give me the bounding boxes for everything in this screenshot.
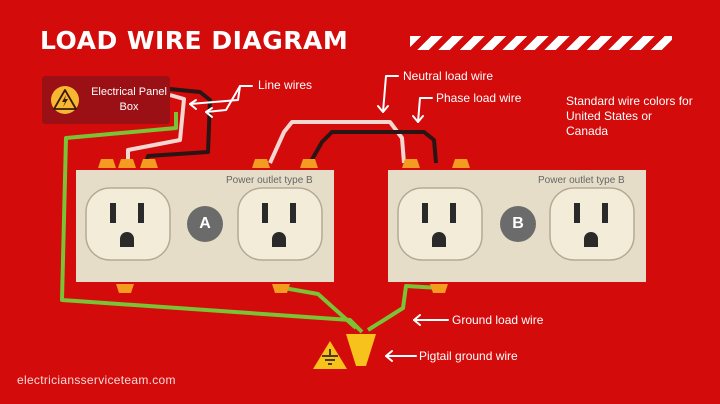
ground-hole (432, 232, 446, 247)
terminal (272, 284, 290, 293)
outlet-b (388, 170, 646, 282)
terminal (140, 159, 158, 168)
ground-hole (120, 232, 134, 247)
line-wires-label: Line wires (258, 78, 313, 92)
phase-load-wire-label: Phase load wire (436, 91, 522, 105)
neutral-wires (126, 93, 406, 164)
outlet-a-badge-label: A (199, 215, 211, 232)
footer-website: electriciansserviceteam.com (17, 373, 176, 387)
outlet-b-badge-label: B (512, 215, 524, 232)
electrical-panel-box: Electrical Panel Box (42, 76, 170, 124)
slot (602, 203, 608, 223)
ground-wire-outlet-a (283, 286, 358, 330)
neutral-line-wire (126, 93, 186, 163)
outlet-a (76, 170, 334, 282)
pigtail-wire-nut (346, 334, 376, 366)
ground-hole (272, 232, 286, 247)
slot (138, 203, 144, 223)
outlet-a-type-label: Power outlet type B (226, 175, 313, 186)
ground-warning-icon (313, 341, 347, 369)
ground-hole (584, 232, 598, 247)
terminal (430, 284, 448, 293)
panel-label: Electrical Panel Box (91, 86, 167, 113)
terminal (452, 159, 470, 168)
standard-colors-note: Standard wire colors for United States o… (566, 94, 693, 138)
terminal (98, 159, 116, 168)
slot (450, 203, 456, 223)
terminal (118, 159, 136, 168)
terminal (402, 159, 420, 168)
lightning-bolt-icon (51, 86, 79, 114)
ground-wire-outlet-b (366, 284, 441, 332)
pigtail-ground-wire-label: Pigtail ground wire (419, 349, 518, 363)
slot (262, 203, 268, 223)
receptacle-a2 (237, 187, 323, 261)
badge-b (500, 206, 536, 242)
neutral-load-wire (268, 120, 406, 164)
phase-load-wire (308, 130, 438, 164)
hazard-stripes (410, 36, 672, 50)
terminals (98, 159, 470, 293)
slot (422, 203, 428, 223)
terminal (252, 159, 270, 168)
badge-a (187, 206, 223, 242)
slot (574, 203, 580, 223)
phase-wires (144, 87, 438, 164)
receptacle-a1 (85, 187, 171, 261)
page-title: LOAD WIRE DIAGRAM (40, 26, 349, 55)
phase-line-wire (144, 87, 212, 164)
receptacle-b1 (397, 187, 483, 261)
ground-wires (60, 112, 441, 334)
label-arrows (189, 75, 449, 362)
receptacle-b2 (549, 187, 635, 261)
ground-load-wire-label: Ground load wire (452, 313, 544, 327)
outlet-b-type-label: Power outlet type B (538, 175, 625, 186)
terminal (300, 159, 318, 168)
slot (110, 203, 116, 223)
neutral-load-wire-label: Neutral load wire (403, 69, 494, 83)
slot (290, 203, 296, 223)
terminal (116, 284, 134, 293)
